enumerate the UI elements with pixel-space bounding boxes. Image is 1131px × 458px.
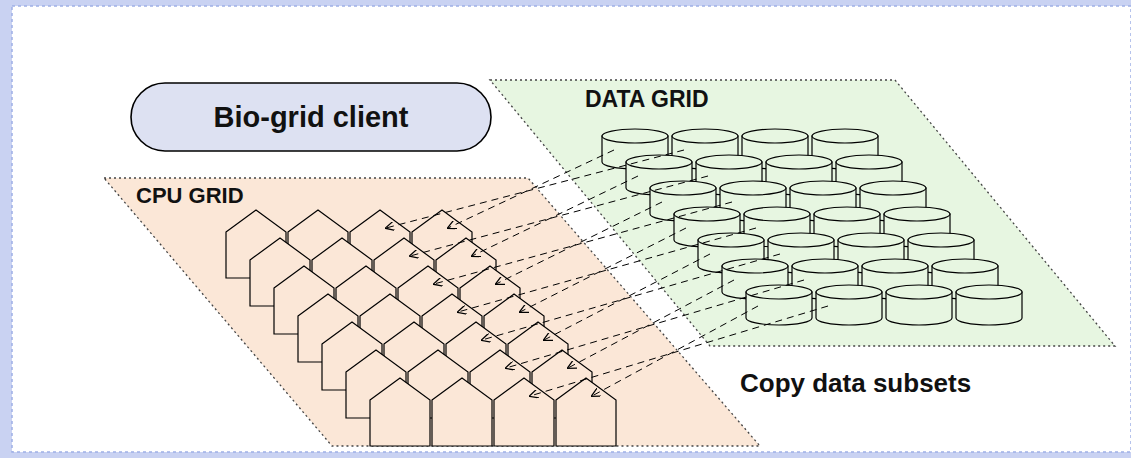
cpu-house bbox=[494, 378, 554, 446]
cpu-grid-region: CPU GRID bbox=[104, 178, 760, 446]
cpu-house bbox=[484, 294, 544, 362]
cpu-grid-region-outline bbox=[104, 178, 760, 446]
copy-line bbox=[568, 280, 734, 368]
cpu-house bbox=[288, 210, 348, 278]
cpu-house bbox=[312, 238, 372, 306]
data-cylinder bbox=[766, 155, 832, 195]
cpu-house bbox=[432, 378, 492, 446]
copy-line bbox=[434, 202, 732, 284]
cpu-house bbox=[556, 378, 616, 446]
cpu-house bbox=[532, 350, 592, 418]
data-cylinder bbox=[886, 285, 952, 325]
copy-line bbox=[458, 228, 756, 312]
copy-line bbox=[472, 176, 638, 256]
cpu-house bbox=[350, 210, 410, 278]
cpu-house bbox=[250, 238, 310, 306]
data-cylinder bbox=[812, 129, 878, 169]
data-cylinder bbox=[792, 259, 858, 299]
node-label: CPU GRID bbox=[136, 183, 760, 209]
data-cylinder bbox=[908, 233, 974, 273]
cpu-house bbox=[470, 350, 530, 418]
copy-line bbox=[506, 280, 804, 368]
copy-line bbox=[448, 150, 614, 228]
cpu-house bbox=[226, 210, 286, 278]
cpu-house bbox=[336, 266, 396, 334]
data-cylinder bbox=[674, 207, 740, 247]
data-cylinder bbox=[746, 285, 812, 325]
copy-line bbox=[482, 254, 780, 340]
data-cylinder bbox=[696, 155, 762, 195]
copy-line bbox=[386, 150, 684, 228]
cpu-house bbox=[274, 266, 334, 334]
data-cylinder bbox=[722, 259, 788, 299]
data-cylinder bbox=[816, 285, 882, 325]
data-cylinder bbox=[932, 259, 998, 299]
copy-line bbox=[544, 254, 710, 340]
cpu-house bbox=[370, 378, 430, 446]
data-cylinder bbox=[836, 155, 902, 195]
caption-label: Copy data subsets bbox=[740, 368, 971, 399]
data-cylinder bbox=[790, 181, 856, 221]
client-pill: Bio-grid client bbox=[130, 82, 492, 152]
data-cylinder bbox=[650, 181, 716, 221]
cpu-house bbox=[436, 238, 496, 306]
cpu-house bbox=[422, 294, 482, 362]
copy-line bbox=[496, 202, 662, 284]
cpu-house bbox=[322, 322, 382, 390]
data-cylinder bbox=[626, 155, 692, 195]
cpu-house bbox=[374, 238, 434, 306]
cpu-house bbox=[398, 266, 458, 334]
data-cylinder bbox=[838, 233, 904, 273]
data-cylinder bbox=[602, 129, 668, 169]
data-cylinder bbox=[862, 259, 928, 299]
data-cylinder bbox=[720, 181, 786, 221]
data-cylinder bbox=[860, 181, 926, 221]
data-cylinder bbox=[672, 129, 738, 169]
node-label: DATA GRID bbox=[585, 86, 1115, 113]
cpu-house bbox=[298, 294, 358, 362]
data-cylinder bbox=[768, 233, 834, 273]
data-cylinder bbox=[814, 207, 880, 247]
node-label: Bio-grid client bbox=[214, 101, 409, 134]
cpu-house bbox=[346, 350, 406, 418]
cpu-house bbox=[360, 294, 420, 362]
data-cylinder bbox=[742, 129, 808, 169]
copy-line bbox=[520, 228, 686, 312]
cpu-house bbox=[408, 350, 468, 418]
data-cylinder bbox=[884, 207, 950, 247]
cpu-house bbox=[460, 266, 520, 334]
copy-line bbox=[592, 306, 758, 396]
data-cylinder bbox=[698, 233, 764, 273]
cpu-house bbox=[384, 322, 444, 390]
data-cylinder bbox=[956, 285, 1022, 325]
copy-line bbox=[410, 176, 708, 256]
cpu-house bbox=[446, 322, 506, 390]
cpu-house bbox=[412, 210, 472, 278]
cpu-house bbox=[508, 322, 568, 390]
data-cylinder bbox=[744, 207, 810, 247]
